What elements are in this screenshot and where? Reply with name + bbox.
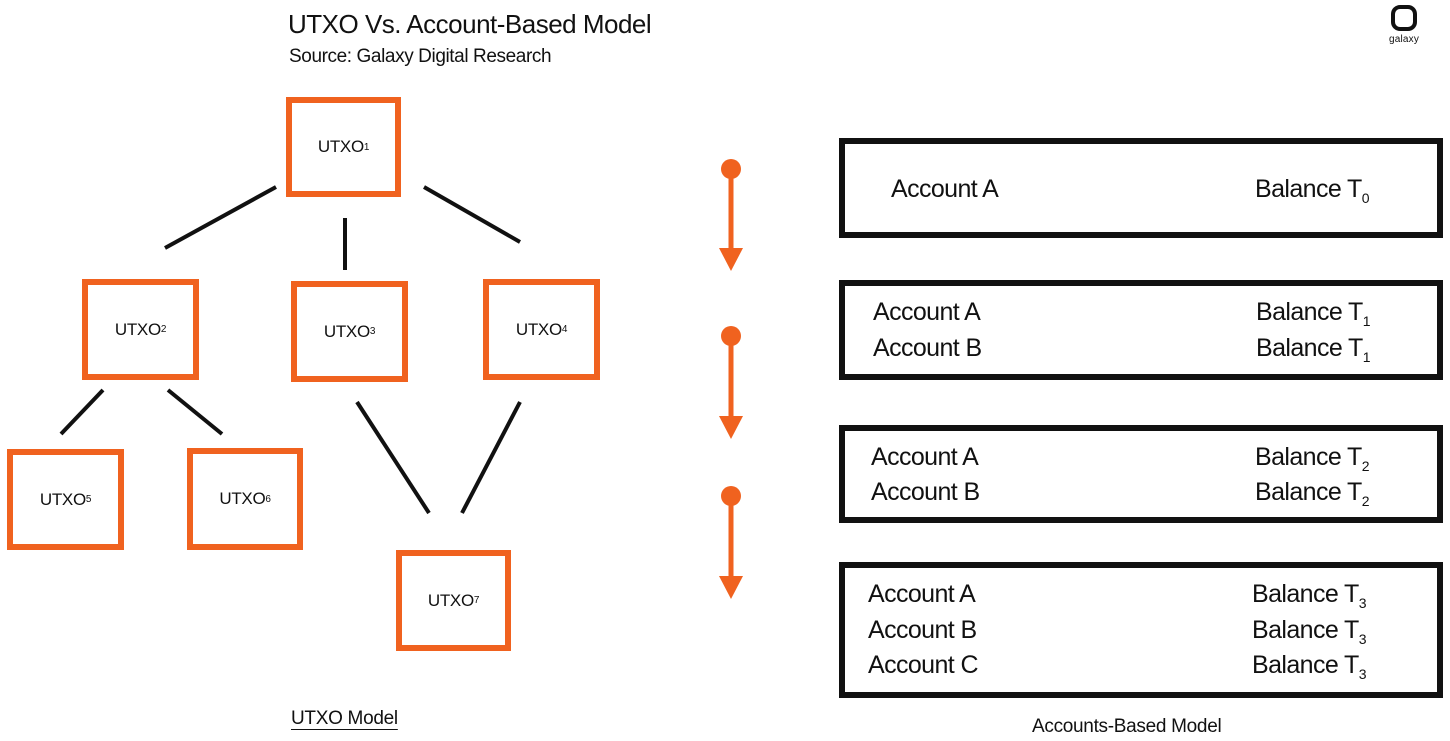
balance-label: Balance T xyxy=(1252,580,1359,608)
galaxy-logo-text: galaxy xyxy=(1388,34,1420,45)
balance-row: Balance T3 xyxy=(1252,616,1367,647)
utxo-node-7-subscript: 7 xyxy=(473,595,480,606)
balance-row: Balance T1 xyxy=(1256,298,1371,329)
balance-row: Balance T1 xyxy=(1256,334,1371,365)
account-state-t1: Account A Balance T1 Account B Balance T… xyxy=(839,280,1443,380)
utxo-node-1-subscript: 1 xyxy=(363,141,370,153)
edge-utxo1-utxo4 xyxy=(423,185,521,244)
account-row: Account C xyxy=(868,651,979,679)
account-state-t3: Account A Balance T3 Account B Balance T… xyxy=(839,562,1443,698)
timeline-arrowhead-2 xyxy=(719,416,743,439)
balance-row: Balance T0 xyxy=(1255,175,1370,206)
edge-utxo3-utxo7 xyxy=(355,400,431,515)
balance-subscript: 1 xyxy=(1362,313,1371,329)
account-row: Account A xyxy=(873,298,981,326)
utxo-node-5-label: UTXO xyxy=(39,489,86,509)
balance-label: Balance T xyxy=(1255,175,1362,203)
balance-subscript: 1 xyxy=(1362,349,1371,365)
timeline-arrowhead-3 xyxy=(719,576,743,599)
balance-row: Balance T3 xyxy=(1252,651,1367,682)
balance-subscript: 2 xyxy=(1361,493,1370,509)
balance-label: Balance T xyxy=(1252,616,1359,644)
galaxy-logo: galaxy xyxy=(1384,5,1424,45)
edge-utxo1-utxo2 xyxy=(164,185,277,250)
source-caption: Source: Galaxy Digital Research xyxy=(289,46,552,67)
timeline-arrowhead-1 xyxy=(719,248,743,271)
balance-subscript: 3 xyxy=(1358,595,1367,611)
balance-label: Balance T xyxy=(1252,651,1359,679)
account-state-t2: Account A Balance T2 Account B Balance T… xyxy=(839,425,1443,523)
utxo-node-2-label: UTXO xyxy=(114,319,161,339)
balance-row: Balance T2 xyxy=(1255,478,1370,509)
account-row: Account A xyxy=(891,175,999,203)
balance-label: Balance T xyxy=(1256,298,1363,326)
utxo-node-6-subscript: 6 xyxy=(265,493,271,505)
balance-row: Balance T3 xyxy=(1252,580,1367,611)
utxo-node-5-subscript: 5 xyxy=(85,494,92,505)
edge-utxo2-utxo5 xyxy=(59,388,105,436)
utxo-model-label: UTXO Model xyxy=(291,708,398,729)
balance-subscript: 0 xyxy=(1361,190,1370,206)
account-row: Account B xyxy=(873,334,982,362)
account-row: Account B xyxy=(871,478,980,506)
utxo-node-1-label: UTXO xyxy=(317,137,364,156)
balance-label: Balance T xyxy=(1256,334,1363,362)
account-row: Account A xyxy=(871,443,979,471)
utxo-node-3-label: UTXO xyxy=(323,321,370,341)
account-row: Account A xyxy=(868,580,976,608)
utxo-node-6-label: UTXO xyxy=(219,489,266,508)
utxo-node-2-subscript: 2 xyxy=(160,324,167,335)
diagram-title: UTXO Vs. Account-Based Model xyxy=(288,9,652,39)
balance-label: Balance T xyxy=(1255,478,1362,506)
account-row: Account B xyxy=(868,616,977,644)
galaxy-logo-icon xyxy=(1391,5,1417,31)
utxo-node-7-label: UTXO xyxy=(427,590,474,610)
utxo-node-4-label: UTXO xyxy=(515,319,562,339)
accounts-model-label: Accounts-Based Model xyxy=(1032,716,1222,737)
balance-subscript: 2 xyxy=(1361,458,1370,474)
utxo-node-4-subscript: 4 xyxy=(561,324,568,335)
balance-subscript: 3 xyxy=(1358,666,1367,682)
account-state-t0: Account A Balance T0 xyxy=(839,138,1443,238)
balance-row: Balance T2 xyxy=(1255,443,1370,474)
balance-subscript: 3 xyxy=(1358,631,1367,647)
utxo-node-3-subscript: 3 xyxy=(369,326,376,337)
balance-label: Balance T xyxy=(1255,443,1362,471)
edge-utxo2-utxo6 xyxy=(166,388,224,436)
edge-utxo4-utxo7 xyxy=(460,401,522,514)
